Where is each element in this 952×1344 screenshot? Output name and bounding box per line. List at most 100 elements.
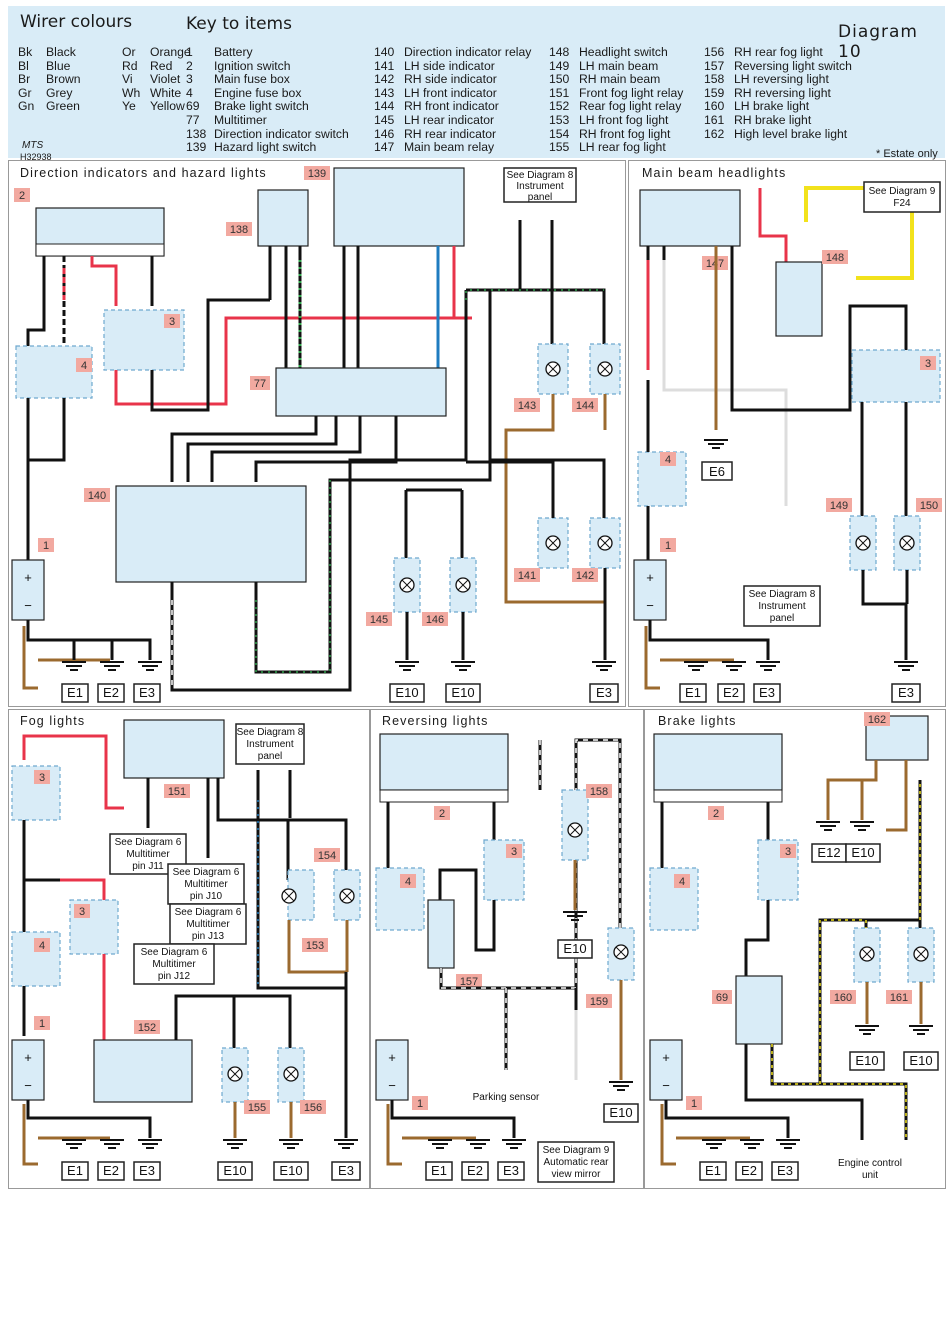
svg-text:3: 3 bbox=[925, 358, 931, 370]
svg-text:E1: E1 bbox=[67, 1163, 83, 1178]
svg-text:E10: E10 bbox=[223, 1163, 246, 1178]
ignition-switch-2b bbox=[379, 733, 509, 791]
svg-text:Instrument: Instrument bbox=[758, 601, 805, 612]
direction-wires: 2 4 3 + − 1 138 139 bbox=[11, 166, 621, 703]
note-fog-d8 bbox=[235, 723, 305, 765]
headlight-switch-148 bbox=[775, 261, 823, 337]
svg-text:3: 3 bbox=[79, 906, 85, 918]
svg-text:E3: E3 bbox=[596, 685, 612, 700]
svg-text:−: − bbox=[662, 1078, 670, 1093]
reversing-wires: 2 4 3 157 158 E10 159 E10 Parking sensor… bbox=[375, 733, 639, 1183]
svg-text:153: 153 bbox=[306, 940, 324, 952]
svg-text:1: 1 bbox=[39, 1018, 45, 1030]
svg-text:panel: panel bbox=[528, 192, 552, 203]
svg-text:E2: E2 bbox=[103, 685, 119, 700]
svg-text:3: 3 bbox=[785, 846, 791, 858]
svg-text:E3: E3 bbox=[777, 1163, 793, 1178]
reversing-switch-157 bbox=[427, 899, 455, 969]
svg-text:See Diagram 8: See Diagram 8 bbox=[507, 170, 574, 181]
svg-text:See Diagram 6: See Diagram 6 bbox=[173, 867, 240, 878]
svg-text:1: 1 bbox=[691, 1098, 697, 1110]
diagram-label: Diagram 10 bbox=[838, 22, 918, 62]
svg-text:E10: E10 bbox=[451, 685, 474, 700]
svg-text:Multitimer: Multitimer bbox=[184, 879, 228, 890]
svg-text:E3: E3 bbox=[139, 1163, 155, 1178]
svg-text:E3: E3 bbox=[338, 1163, 354, 1178]
svg-text:view mirror: view mirror bbox=[552, 1169, 602, 1180]
svg-text:4: 4 bbox=[81, 360, 87, 372]
svg-text:pin J13: pin J13 bbox=[192, 931, 225, 942]
svg-text:+: + bbox=[24, 570, 32, 585]
mts-logo: MTS bbox=[22, 140, 44, 151]
note-diagram9-f24 bbox=[863, 181, 941, 213]
title-fog: Fog lights bbox=[20, 714, 86, 728]
svg-text:E10: E10 bbox=[609, 1105, 632, 1120]
svg-text:148: 148 bbox=[826, 252, 844, 264]
note-rev-d9 bbox=[537, 1141, 615, 1183]
svg-text:E6: E6 bbox=[709, 464, 725, 479]
note-diagram8-instrument bbox=[503, 167, 577, 203]
svg-text:154: 154 bbox=[318, 850, 336, 862]
brake-light-switch-69 bbox=[735, 975, 783, 1045]
battery-1d bbox=[375, 1039, 409, 1101]
parking-sensor-label: Parking sensor bbox=[473, 1092, 540, 1103]
svg-text:−: − bbox=[24, 598, 32, 613]
svg-text:+: + bbox=[646, 570, 654, 585]
svg-text:144: 144 bbox=[576, 400, 594, 412]
svg-text:4: 4 bbox=[679, 876, 685, 888]
svg-text:See Diagram 8: See Diagram 8 bbox=[749, 589, 816, 600]
svg-text:E1: E1 bbox=[67, 685, 83, 700]
svg-text:E10: E10 bbox=[395, 685, 418, 700]
svg-text:E3: E3 bbox=[503, 1163, 519, 1178]
svg-text:E12: E12 bbox=[817, 845, 840, 860]
svg-text:E2: E2 bbox=[723, 685, 739, 700]
svg-text:151: 151 bbox=[168, 786, 186, 798]
main-beam-relay-147 bbox=[639, 189, 741, 247]
svg-text:See Diagram 9: See Diagram 9 bbox=[543, 1145, 610, 1156]
svg-text:panel: panel bbox=[770, 613, 794, 624]
svg-text:E3: E3 bbox=[139, 685, 155, 700]
svg-text:F24: F24 bbox=[893, 198, 911, 209]
svg-text:Multitimer: Multitimer bbox=[152, 959, 196, 970]
svg-text:E2: E2 bbox=[467, 1163, 483, 1178]
svg-text:pin J10: pin J10 bbox=[190, 891, 223, 902]
svg-text:Engine control: Engine control bbox=[838, 1158, 902, 1169]
svg-text:E1: E1 bbox=[685, 685, 701, 700]
svg-text:1: 1 bbox=[665, 540, 671, 552]
note-diagram8-instrument-mb bbox=[743, 585, 821, 627]
multitimer-77 bbox=[275, 367, 447, 417]
svg-text:See Diagram 8: See Diagram 8 bbox=[237, 727, 304, 738]
wire-colours-title: Wirer colours bbox=[20, 12, 133, 32]
svg-text:4: 4 bbox=[39, 940, 45, 952]
rear-fog-relay-152 bbox=[93, 1039, 193, 1103]
svg-text:E2: E2 bbox=[103, 1163, 119, 1178]
svg-text:panel: panel bbox=[258, 751, 282, 762]
svg-text:pin J12: pin J12 bbox=[158, 971, 191, 982]
svg-text:143: 143 bbox=[518, 400, 536, 412]
svg-text:3: 3 bbox=[511, 846, 517, 858]
battery-1e bbox=[649, 1039, 683, 1101]
title-direction: Direction indicators and hazard lights bbox=[20, 166, 267, 180]
svg-text:+: + bbox=[24, 1050, 32, 1065]
front-fog-relay-151 bbox=[123, 719, 225, 779]
